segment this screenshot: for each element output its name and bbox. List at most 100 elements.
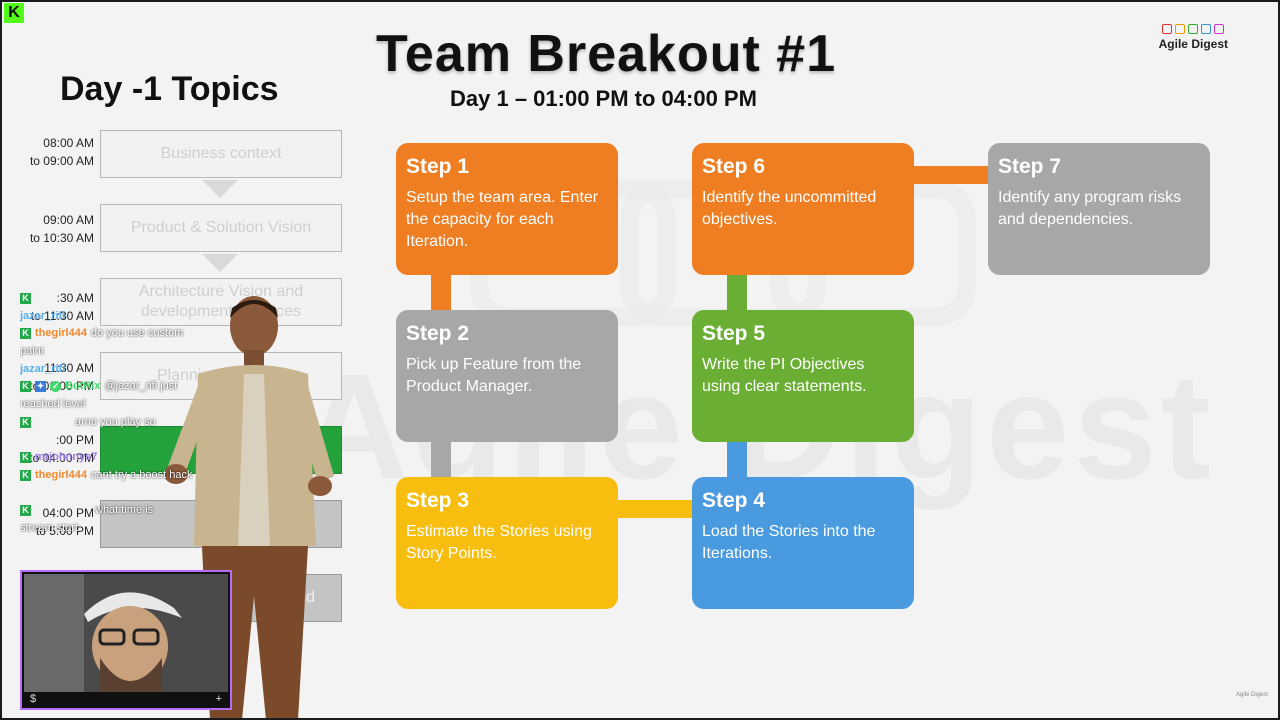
step-text: Identify any program risks and dependenc…: [998, 189, 1182, 228]
bot-badge-icon: ✦: [35, 381, 46, 393]
corner-brand: Agile Digest: [1235, 692, 1268, 698]
step-title: Step 2: [406, 322, 470, 345]
chat-line: jazar_rifi: [20, 308, 220, 325]
chat-message: paint: [20, 345, 44, 358]
time-end: to 10:30 AM: [29, 231, 94, 245]
step-4-card: Step 4 Load the Stories into the Iterati…: [692, 477, 914, 609]
time-end: to 11:30 AM: [30, 309, 94, 323]
kick-logo-icon: K: [4, 3, 24, 23]
down-arrow-icon: [202, 254, 238, 272]
chat-line: paint: [20, 343, 220, 360]
step-text: Estimate the Stories using Story Points.: [406, 523, 592, 562]
slide-title: Team Breakout #1: [376, 25, 837, 83]
agenda-title: Day -1 Topics: [60, 70, 279, 108]
time-start: 11:30 AM: [44, 361, 94, 375]
chat-username: jazar_rifi: [20, 309, 66, 322]
step-6-card: Step 6 Identify the uncommitted objectiv…: [692, 143, 914, 275]
connector-6-7: [913, 166, 989, 184]
step-title: Step 5: [702, 322, 766, 345]
agenda-time: 08:00 AM to 09:00 AM: [14, 134, 94, 170]
step-text: Setup the team area. Enter the capacity …: [406, 189, 599, 250]
time-end: to 04:00 PM: [29, 451, 94, 465]
chat-line: [20, 485, 220, 502]
chat-line: K ✦ ✓ BotRix@jazar_rifi just: [20, 378, 220, 395]
presenter-shirt: [238, 374, 270, 546]
agenda-topic: Business context: [100, 130, 342, 178]
streamer-glasses: [98, 628, 126, 646]
brand-boxes-icon: [1159, 24, 1228, 34]
time-end: to 09:00 AM: [29, 154, 94, 168]
chat-message: what time is: [95, 504, 154, 517]
chat-username: thegirl444: [35, 468, 87, 481]
kick-badge-icon: K: [20, 293, 31, 304]
chat-message: stream start: [20, 521, 79, 534]
step-text: Load the Stories into the Iterations.: [702, 523, 876, 562]
time-end: to 5:00 PM: [35, 524, 94, 538]
kick-badge-icon: K: [20, 328, 31, 340]
chat-message: reached level: [20, 398, 86, 411]
brand-name: Agile Digest: [1158, 37, 1228, 51]
agenda-time: :00 PM to 04:00 PM: [14, 431, 94, 467]
time-start: 08:00 AM: [43, 136, 94, 150]
kick-badge-icon: K: [20, 381, 31, 393]
presenter-left-hand: [164, 464, 188, 484]
webcam-plus-icon[interactable]: +: [215, 693, 222, 705]
step-5-card: Step 5 Write the PI Objectives using cle…: [692, 310, 914, 442]
presenter-neck: [244, 350, 264, 370]
kick-badge-icon: K: [20, 416, 31, 428]
step-text: Identify the uncommitted objectives.: [702, 189, 877, 228]
chat-message: cant try a boost hack: [90, 468, 193, 481]
kick-badge-icon: K: [20, 505, 31, 517]
agenda-time: 04:00 PM to 5:00 PM: [14, 504, 94, 540]
webcam-overlay: $ +: [22, 572, 230, 708]
step-title: Step 4: [702, 489, 766, 512]
chat-message: do you use custom: [90, 327, 184, 340]
verified-badge-icon: ✓: [50, 381, 61, 393]
presenter-right-arm: [296, 386, 334, 484]
presenter-head: [230, 296, 278, 356]
time-start: :00 PM: [55, 433, 94, 447]
presenter-hair: [230, 300, 278, 318]
chat-message: arno you play so: [75, 415, 156, 428]
slide-subtitle: Day 1 – 01:00 PM to 04:00 PM: [450, 86, 757, 111]
chat-line: jazar_rifi: [20, 361, 220, 378]
connector-2-3: [431, 441, 451, 477]
streamer-beard: [100, 658, 162, 692]
step-title: Step 3: [406, 489, 470, 512]
streamer-face: [92, 606, 168, 686]
chat-username: BotRix: [65, 380, 101, 393]
kick-badge-icon: K: [20, 469, 31, 481]
chat-message: @jazar_rifi just: [104, 380, 178, 393]
step-text: Write the PI Objectives using clear stat…: [702, 356, 867, 395]
agenda-time: :30 AM to 11:30 AM: [14, 289, 94, 325]
step-3-card: Step 3 Estimate the Stories using Story …: [396, 477, 618, 609]
streamer-glasses: [132, 628, 160, 646]
agenda-topic: Architecture Vision and development prac…: [100, 278, 342, 326]
chat-line: [20, 432, 220, 449]
time-start: 09:00 AM: [43, 213, 94, 227]
brand-logo: Agile Digest: [1159, 24, 1228, 51]
chat-username: mrjohnnys7: [35, 451, 98, 464]
webcam-door: [24, 574, 84, 692]
chat-line: reached level: [20, 396, 220, 413]
kick-badge-icon: K: [20, 452, 31, 464]
step-text: Pick up Feature from the Product Manager…: [406, 356, 582, 395]
connector-4-5: [727, 441, 747, 477]
presenter-left-arm: [168, 386, 210, 476]
webcam-left-label: $: [30, 693, 37, 705]
step-title: Step 7: [998, 155, 1062, 178]
connector-3-4: [617, 500, 693, 518]
connector-1-2: [431, 275, 451, 311]
step-1-card: Step 1 Setup the team area. Enter the ca…: [396, 143, 618, 275]
down-arrow-icon: [202, 180, 238, 198]
step-title: Step 6: [702, 155, 766, 178]
time-start: 04:00 PM: [42, 506, 94, 520]
step-7-card: Step 7 Identify any program risks and de…: [988, 143, 1210, 275]
agenda-time: 09:00 AM to 10:30 AM: [14, 211, 94, 247]
streamer-video: [24, 574, 228, 692]
